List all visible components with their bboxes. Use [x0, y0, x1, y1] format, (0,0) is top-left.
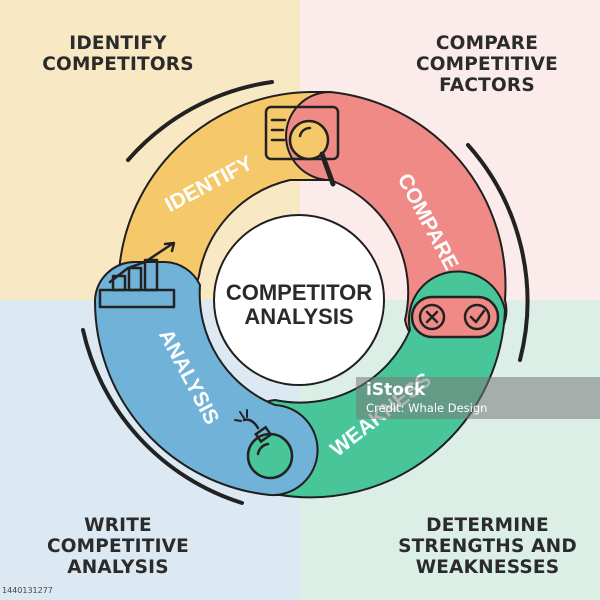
center-title-line1: COMPETITOR	[226, 280, 372, 305]
outer-ring-arc-left	[81, 328, 244, 505]
stock-id: 1440131277	[2, 586, 53, 595]
corner-label-compare-factors: COMPARE COMPETITIVE FACTORS	[415, 33, 559, 96]
watermark-logo: iStock	[366, 380, 426, 400]
center-title-line2: ANALYSIS	[244, 304, 353, 329]
watermark-credit: Credit: Whale Design	[366, 401, 488, 415]
corner-label-strengths-weaknesses: DETERMINE STRENGTHS AND WEAKNESSES	[398, 515, 577, 578]
corner-label-write-analysis: WRITE COMPETITIVE ANALYSIS	[46, 515, 190, 578]
bomb-icon	[234, 409, 294, 480]
center-circle	[213, 214, 385, 386]
watermark-banner: iStock Credit: Whale Design	[356, 377, 600, 419]
outer-ring-arc-right	[466, 143, 530, 362]
check-cross-toggle-icon	[410, 295, 500, 339]
outer-ring-arc-top	[126, 80, 274, 162]
growth-chart-icon	[98, 241, 176, 309]
search-icon	[264, 105, 340, 187]
outer-ring	[81, 80, 530, 505]
corner-label-identify-competitors: IDENTIFY COMPETITORS	[42, 33, 194, 75]
